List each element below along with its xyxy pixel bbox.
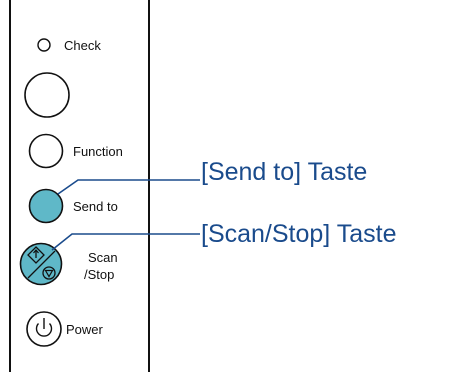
check-led-indicator [37,38,51,52]
scan-stop-callout-line [51,233,200,251]
scan-label: Scan [88,250,118,265]
stop-circle-icon [42,266,56,280]
power-icon [35,318,53,337]
power-label: Power [66,322,104,337]
function-button[interactable] [28,133,64,169]
scan-stop-divider [27,250,56,279]
function-number-button[interactable] [24,72,70,118]
scan-stop-callout-label: [Scan/Stop] Taste [201,220,397,248]
send-to-callout-line [57,179,200,195]
function-label: Function [73,144,123,159]
power-button[interactable] [26,311,62,347]
scan-diamond-icon [27,246,45,264]
stop-label: /Stop [84,267,114,282]
send-to-label: Send to [73,199,118,214]
scan-stop-button[interactable] [19,242,63,286]
check-label: Check [64,38,101,53]
send-to-callout-label: [Send to] Taste [201,158,367,186]
send-to-button[interactable] [28,188,64,224]
